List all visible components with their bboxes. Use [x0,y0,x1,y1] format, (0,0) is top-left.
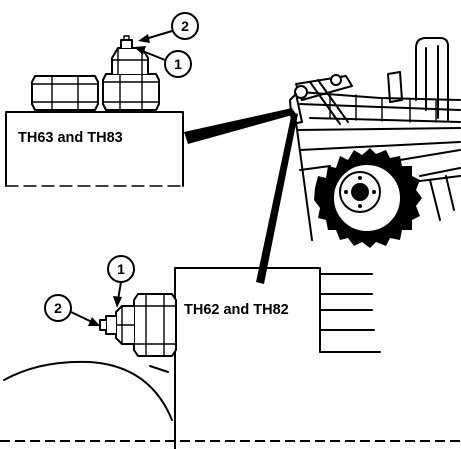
upper-callout-2: 2 [138,12,199,43]
upper-inset: TH63 and TH83 [5,35,296,187]
upper-bleeder-fitting [111,35,149,75]
tractor-illustration [289,37,461,248]
lower-inset: TH62 and TH82 [3,267,381,449]
upper-model-label: TH63 and TH83 [18,130,123,146]
upper-block-outline [5,111,184,187]
tractor-front-wheel [314,148,422,248]
lower-callout-1: 1 [107,255,135,308]
lower-bleeder-fitting [99,305,135,345]
upper-left-hex-nut [31,75,99,111]
svg-text:1: 1 [117,261,125,277]
lower-leader-arrow [256,112,298,284]
lower-model-label: TH62 and TH82 [184,302,289,318]
lower-callout-2: 2 [44,294,100,326]
lower-block-outline [174,267,381,449]
svg-text:1: 1 [174,56,182,72]
lower-wheel-arc [3,360,173,421]
upper-right-hex-nut [102,73,160,111]
svg-text:2: 2 [54,300,62,316]
lower-hex-nut [133,293,177,357]
svg-text:2: 2 [181,18,189,34]
upper-callout-1: 1 [134,46,192,78]
upper-leader-arrow [184,108,296,144]
